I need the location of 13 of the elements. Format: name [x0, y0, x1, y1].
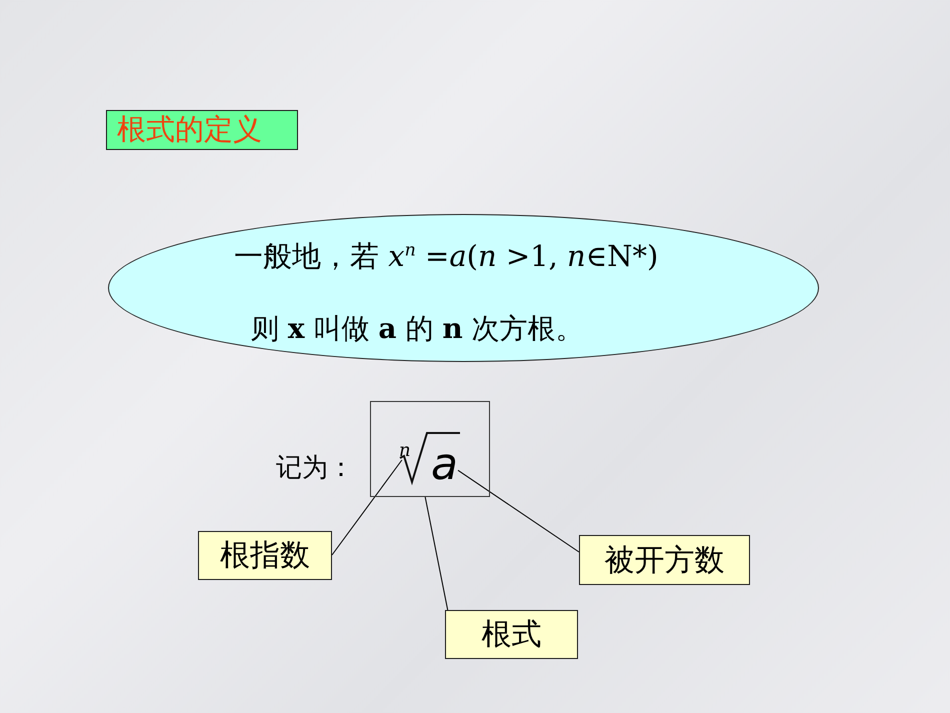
- radical-index: n: [399, 442, 411, 460]
- term-box: 被开方数: [579, 535, 750, 585]
- term-box: 根指数: [198, 531, 332, 580]
- definition-text: 则 x 叫做 a 的 n 次方根。: [251, 311, 584, 347]
- definition-text: 一般地，若 x$^{n}$ =a(n >1, n∈N*): [234, 238, 658, 275]
- leader-line: [424, 496, 448, 610]
- title-box: 根式的定义: [106, 110, 298, 150]
- leader-line: [332, 460, 402, 556]
- notation-label: 记为：: [276, 452, 354, 485]
- term-box: 根式: [445, 610, 578, 659]
- radicand: a: [431, 443, 458, 487]
- leader-line: [458, 470, 580, 552]
- formula-box: [370, 401, 490, 497]
